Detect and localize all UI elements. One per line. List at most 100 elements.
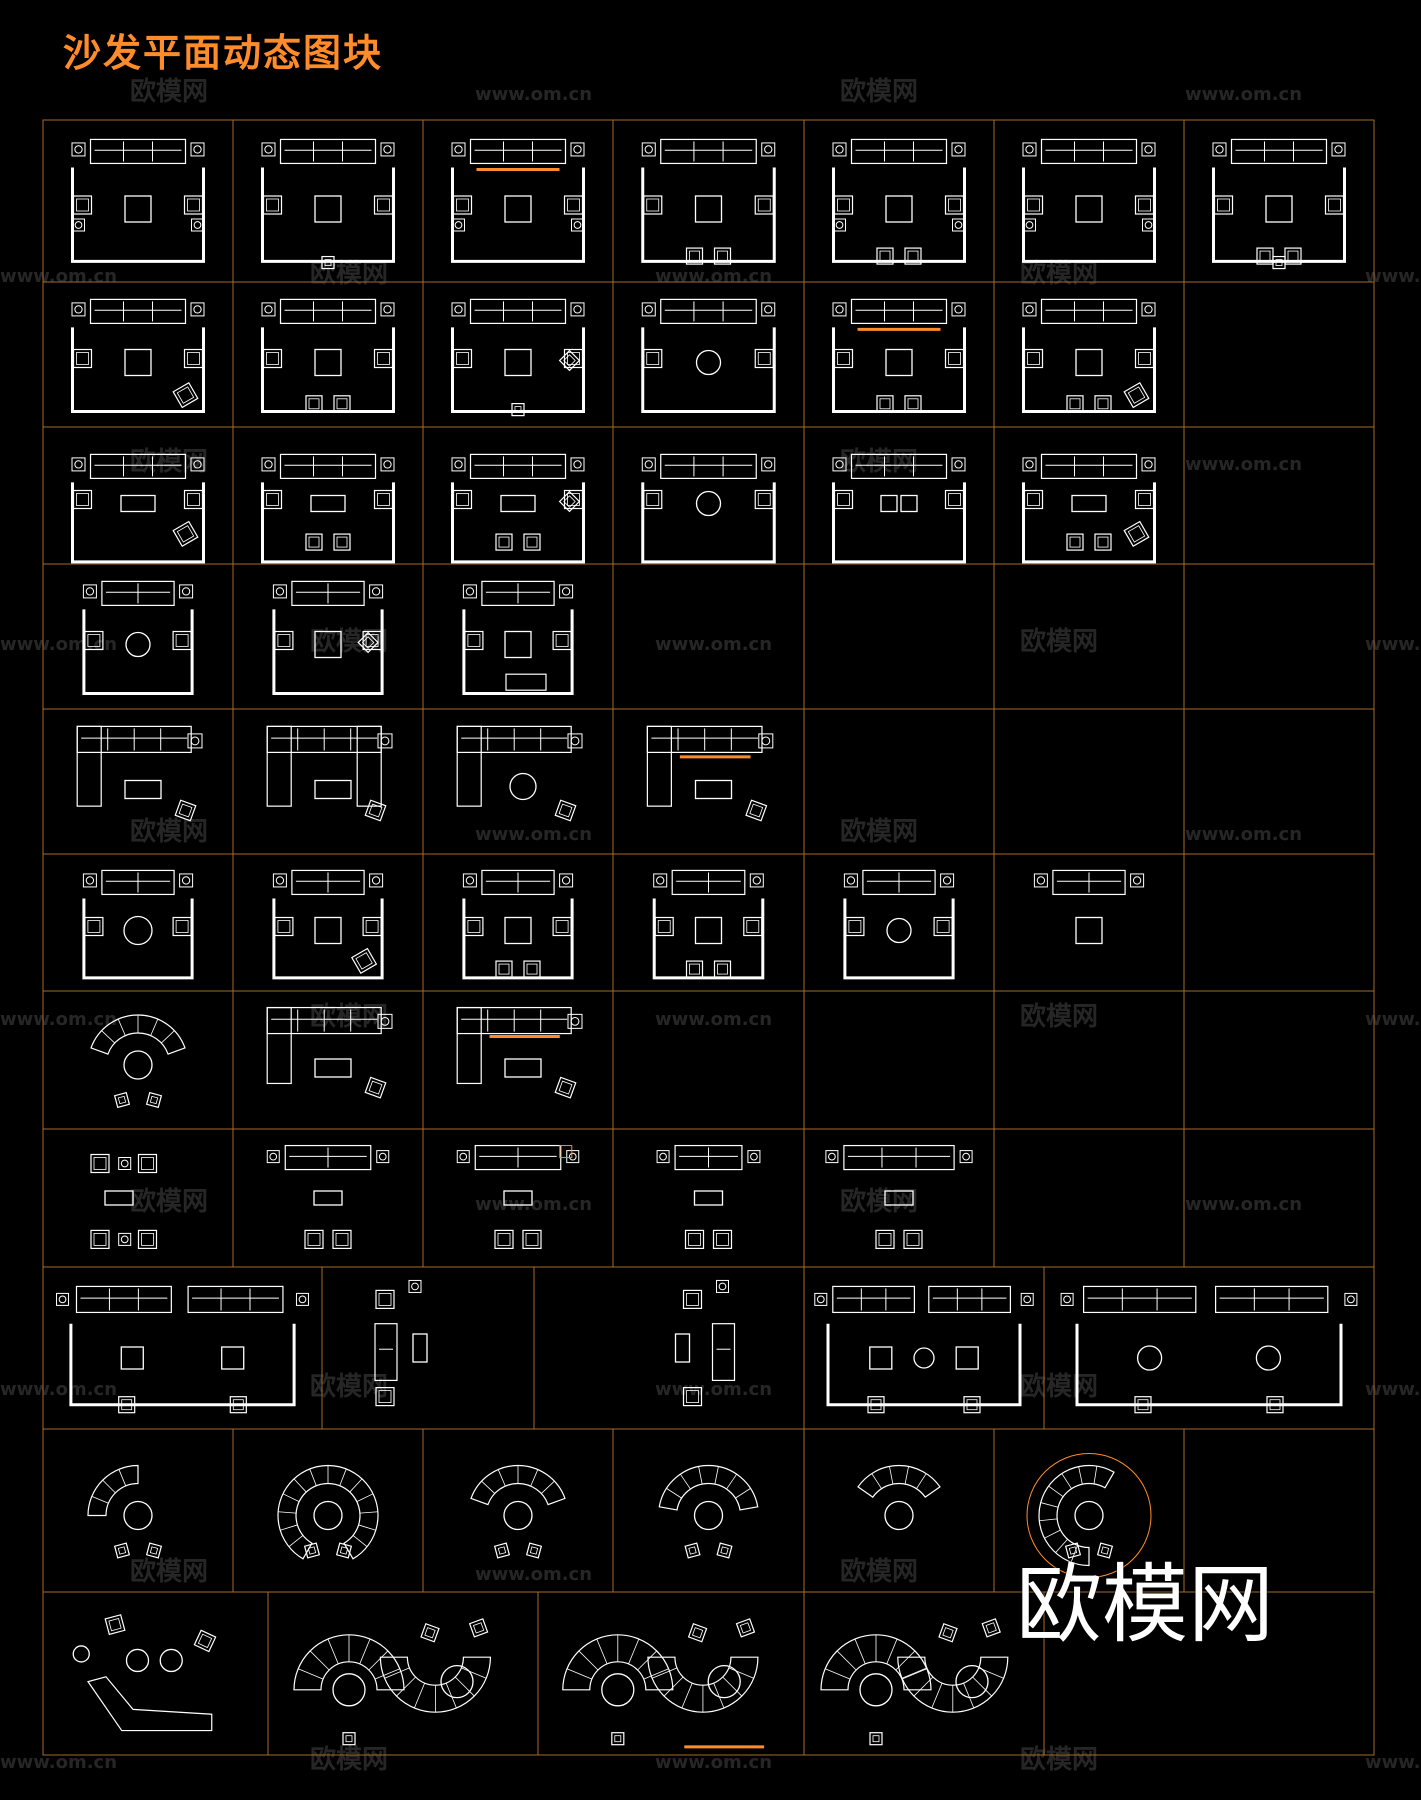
grid-cell	[451, 138, 585, 263]
lamp	[1132, 876, 1142, 885]
chair-outline	[563, 195, 584, 215]
chair-outline	[523, 960, 541, 978]
sectional-arm	[266, 725, 292, 807]
cell-border	[267, 1591, 539, 1756]
chair-cushion	[345, 1735, 353, 1743]
armchair	[1134, 348, 1155, 369]
lamp	[1036, 876, 1046, 885]
sofa-outline	[279, 453, 377, 479]
sofa-seam	[722, 1676, 743, 1697]
sofa-seam	[913, 1676, 934, 1697]
armchair	[84, 916, 104, 937]
armchair	[193, 1629, 217, 1653]
coffee-table	[314, 348, 342, 377]
chair-cushion	[175, 634, 189, 647]
lamp	[561, 876, 571, 885]
sofa-outline	[469, 138, 567, 165]
sofa-outline	[279, 138, 377, 165]
side-table	[832, 302, 847, 317]
chair-cushion	[567, 493, 580, 506]
armchair	[563, 489, 584, 510]
sofa-seam	[681, 1682, 693, 1709]
side-table	[190, 457, 205, 472]
grid-cell	[1033, 869, 1145, 945]
side-table	[179, 873, 194, 888]
watermark-url: www.om.cn	[475, 1194, 592, 1215]
coffee-table	[885, 348, 913, 377]
lamp	[764, 460, 773, 469]
chair-cushion	[567, 352, 580, 365]
side-table	[567, 733, 583, 749]
chair-cushion	[688, 1233, 701, 1246]
chair-cushion	[365, 920, 379, 933]
side-table	[1130, 873, 1145, 888]
round-table	[123, 1500, 153, 1531]
chair-outline	[495, 960, 513, 978]
lamp	[74, 221, 83, 229]
chair-cushion	[686, 1293, 699, 1306]
coffee-table	[314, 195, 342, 223]
cell-border	[1183, 853, 1375, 992]
chair-cushion	[1138, 352, 1151, 365]
side-table	[377, 1013, 393, 1029]
side-table	[376, 1150, 390, 1164]
chair-outline	[944, 195, 965, 215]
watermark-url: www.om.cn	[1185, 84, 1302, 105]
chair-outline	[495, 533, 513, 551]
armchair	[468, 1618, 489, 1638]
chair-cushion	[1127, 386, 1146, 404]
chair-outline	[716, 1542, 733, 1559]
chair-cushion	[1097, 536, 1109, 548]
side-table	[190, 142, 205, 157]
cell-border	[232, 708, 424, 855]
chair-cushion	[717, 963, 728, 975]
chair-cushion	[837, 493, 850, 506]
side-table	[118, 1157, 132, 1170]
lamp	[1215, 145, 1224, 154]
chair-cushion	[739, 1622, 752, 1634]
lamp	[573, 305, 582, 314]
chair-cushion	[1069, 398, 1081, 410]
rug-edge	[272, 898, 384, 980]
chair-cushion	[149, 1095, 159, 1105]
armchair	[1213, 195, 1234, 215]
curved-sofa	[1038, 1464, 1115, 1567]
chair-cushion	[879, 398, 891, 410]
sofa-seam	[541, 1480, 555, 1494]
sofa-seam	[118, 1469, 127, 1487]
chair-cushion	[936, 920, 950, 933]
chair-cushion	[691, 1627, 704, 1639]
side-table	[1331, 142, 1346, 157]
chair-outline	[1324, 195, 1345, 215]
armchair	[303, 1542, 321, 1559]
rug-edge	[71, 327, 205, 413]
lamp	[1025, 145, 1034, 154]
sofa-outline	[1040, 298, 1138, 324]
grid-cell	[1060, 1285, 1358, 1414]
rug-edge	[451, 482, 585, 564]
armchair	[563, 195, 584, 215]
grid-cell	[76, 725, 203, 822]
cell-border	[803, 563, 995, 710]
grid-cell	[832, 138, 966, 265]
chair-outline	[904, 247, 922, 265]
grid-cell	[261, 453, 395, 564]
lamp	[74, 145, 83, 154]
lamp	[1334, 145, 1343, 154]
lamp	[659, 1152, 667, 1161]
chair-cushion	[514, 406, 522, 413]
round-table	[695, 490, 722, 517]
cell-border	[1183, 990, 1375, 1130]
lamp	[816, 1295, 825, 1304]
armchair	[183, 348, 204, 369]
armchair	[172, 630, 192, 651]
chair-outline	[274, 916, 294, 937]
chair-outline	[464, 630, 484, 651]
chair-outline	[643, 195, 663, 215]
armchair	[903, 1229, 923, 1250]
lamp	[264, 145, 273, 154]
chair-outline	[332, 1229, 352, 1250]
chair-outline	[305, 533, 323, 551]
chair-cushion	[456, 352, 469, 365]
chair-outline	[364, 1076, 387, 1099]
